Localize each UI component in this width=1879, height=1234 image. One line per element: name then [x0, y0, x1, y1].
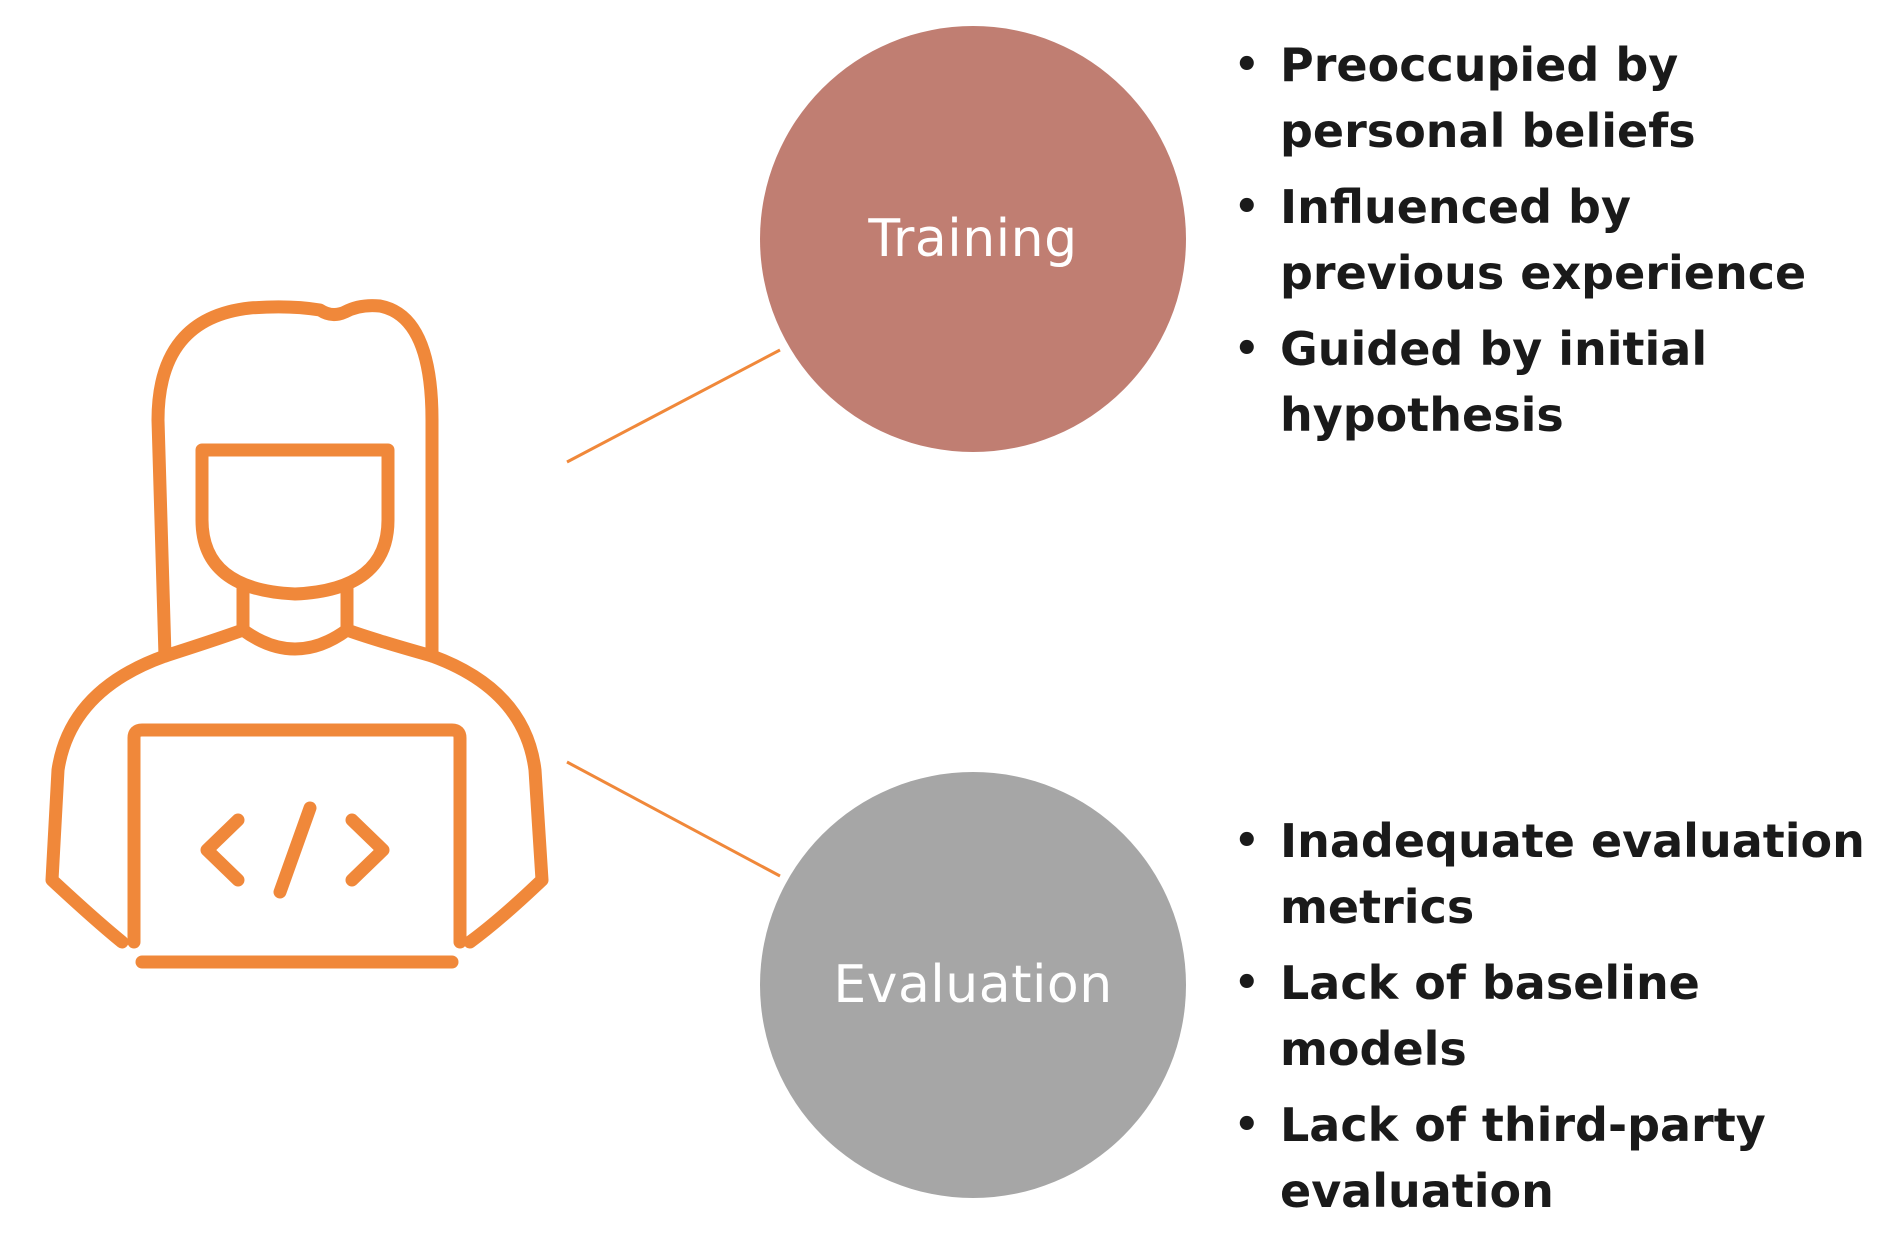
training-circle: Training: [760, 26, 1186, 452]
connector-line-evaluation: [566, 760, 781, 878]
bullet-text: Lack of baseline models: [1280, 956, 1700, 1076]
bullet-icon: •: [1234, 184, 1260, 230]
training-bullet-list: • Preoccupied by personal beliefs • Influe…: [1228, 32, 1868, 458]
bullet-icon: •: [1234, 326, 1260, 372]
collar-outline: [158, 623, 439, 663]
code-left-bracket: [200, 813, 245, 887]
bullet-text: Inadequate evaluation metrics: [1280, 814, 1865, 934]
bullet-text: Lack of third-party evaluation: [1280, 1098, 1766, 1218]
evaluation-label: Evaluation: [833, 955, 1113, 1015]
list-item: • Lack of baseline models: [1228, 950, 1868, 1082]
bullet-icon: •: [1234, 818, 1260, 864]
training-label: Training: [868, 209, 1078, 269]
bullet-text: Influenced by previous experience: [1280, 180, 1807, 300]
list-item: • Inadequate evaluation metrics: [1228, 808, 1868, 940]
list-item: • Influenced by previous experience: [1228, 174, 1868, 306]
bullet-icon: •: [1234, 42, 1260, 88]
bullet-text: Guided by initial hypothesis: [1280, 322, 1708, 442]
list-item: • Guided by initial hypothesis: [1228, 316, 1868, 448]
developer-person-icon: [45, 299, 549, 969]
face-outline: [195, 443, 395, 601]
code-right-bracket: [345, 813, 390, 887]
bullet-text: Preoccupied by personal beliefs: [1280, 38, 1696, 158]
connector-line-training: [566, 348, 781, 464]
bullet-icon: •: [1234, 1102, 1260, 1148]
body-outline-right: [425, 649, 549, 949]
hair-outline: [151, 299, 439, 663]
code-slash: [273, 801, 317, 899]
evaluation-circle: Evaluation: [760, 772, 1186, 1198]
bullet-icon: •: [1234, 960, 1260, 1006]
list-item: • Lack of third-party evaluation: [1228, 1092, 1868, 1224]
laptop-outline: [127, 723, 467, 949]
list-item: • Preoccupied by personal beliefs: [1228, 32, 1868, 164]
body-outline: [45, 649, 172, 949]
evaluation-bullet-list: • Inadequate evaluation metrics • Lack of …: [1228, 808, 1868, 1234]
neck-outline: [236, 578, 354, 637]
